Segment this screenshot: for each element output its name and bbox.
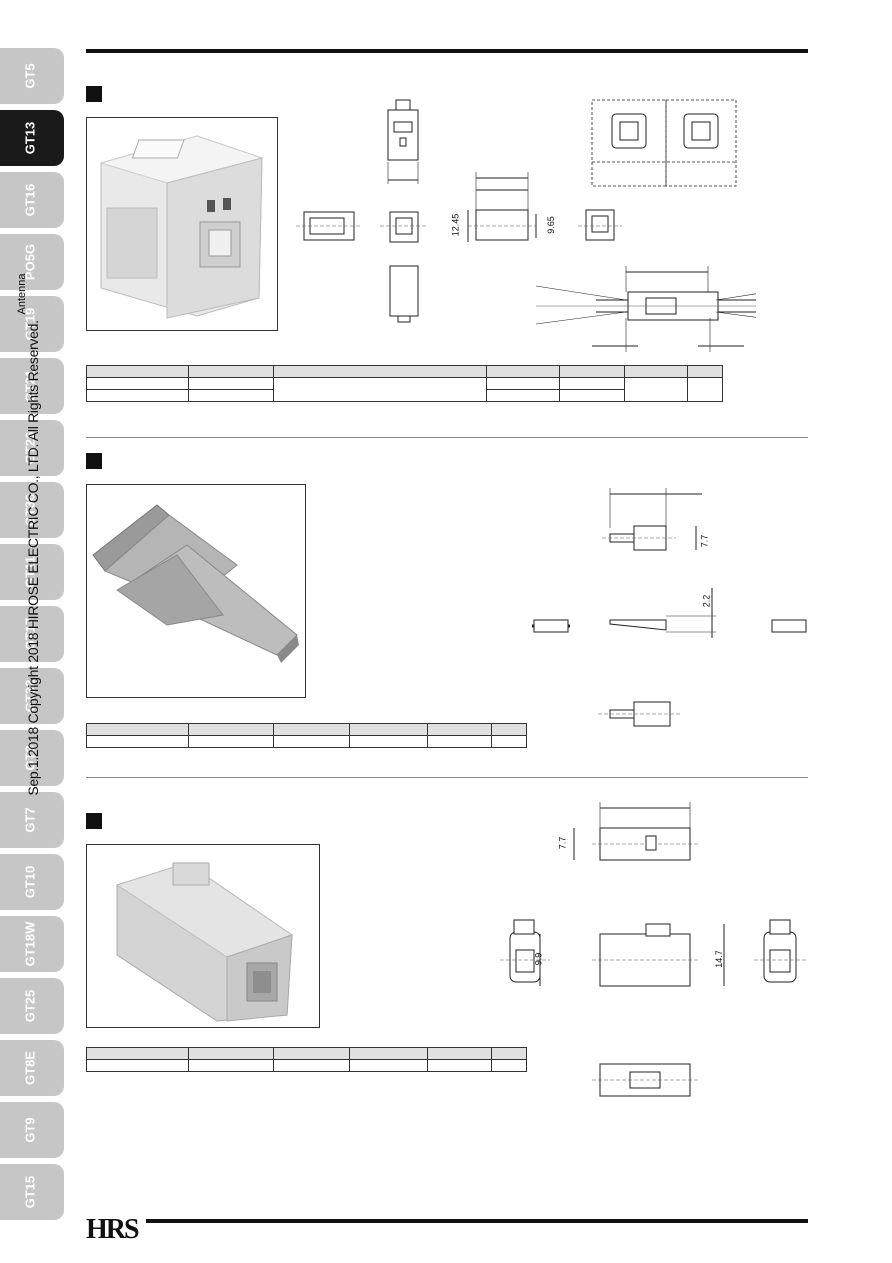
connector-photo-3 (115, 862, 294, 1022)
tab-gt11[interactable]: GT11 (0, 544, 64, 600)
section-1-drawings (296, 99, 756, 352)
dim-s2-gap: 2.2 (701, 594, 712, 608)
bottom-rule (146, 1219, 808, 1223)
section-1-table (86, 365, 723, 402)
antenna-label: Antenna (16, 273, 28, 315)
dim-s1-height: 12.45 (450, 213, 461, 237)
section-3-drawings (500, 802, 806, 1097)
section-3-marker (86, 813, 102, 829)
tab-gt8e[interactable]: GT8E (0, 1040, 64, 1096)
tab-gt19[interactable]: GT19 (0, 296, 64, 352)
tab-po5g[interactable]: PO5G (0, 234, 64, 290)
section-3-photo (86, 844, 320, 1028)
dim-s3-left-height: 9.9 (533, 952, 544, 966)
divider-2 (86, 777, 808, 778)
section-2-photo (86, 484, 306, 698)
tab-gt16[interactable]: GT16 (0, 172, 64, 228)
tab-gt21[interactable]: GT21 (0, 358, 64, 414)
section-2-table (86, 723, 527, 748)
section-3-table (86, 1047, 527, 1072)
tab-gt10[interactable]: GT10 (0, 854, 64, 910)
dim-s3-length: 14.7 (713, 950, 724, 968)
tab-gt26[interactable]: GT26 (0, 420, 64, 476)
section-2-drawings (532, 488, 807, 727)
hrs-logo: HRS (86, 1214, 140, 1245)
tab-gt15[interactable]: GT15 (0, 1164, 64, 1220)
tab-gt7[interactable]: GT7 (0, 792, 64, 848)
section-2-marker (86, 453, 102, 469)
tab-gt13[interactable]: GT13 (0, 110, 64, 166)
tab-gt5[interactable]: GT5 (0, 48, 64, 104)
tab-gt3[interactable]: GT3 (0, 730, 64, 786)
connector-photo-1 (99, 135, 264, 319)
key-photo (92, 504, 299, 663)
top-rule (86, 49, 808, 53)
tab-gt32[interactable]: GT32 (0, 668, 64, 724)
section-1-marker (86, 86, 102, 102)
tab-gt9[interactable]: GT9 (0, 1102, 64, 1158)
dim-s3-height: 7.7 (557, 836, 568, 850)
tab-gt36[interactable]: GT36 (0, 482, 64, 538)
dim-s2-height: 7.7 (699, 534, 710, 548)
divider-1 (86, 437, 808, 438)
section-1-photo (86, 117, 278, 331)
tab-gt17[interactable]: GT17 (0, 606, 64, 662)
tab-gt18w[interactable]: GT18W (0, 916, 64, 972)
copyright-text: Sep.1.2018 Copyright 2018 HIROSE ELECTRI… (25, 320, 41, 796)
dim-s1-width: 9.65 (545, 216, 556, 234)
tab-gt25[interactable]: GT25 (0, 978, 64, 1034)
